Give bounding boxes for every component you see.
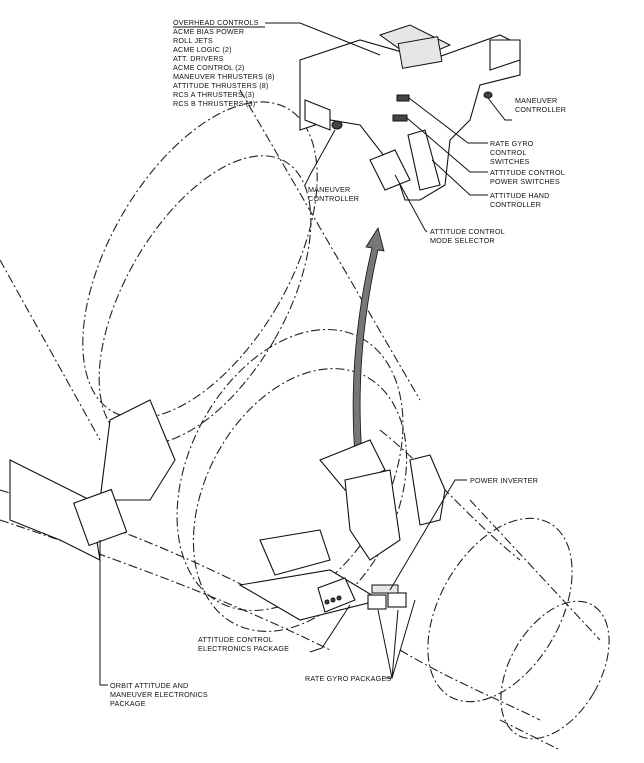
- label-line: MANEUVER: [515, 96, 557, 105]
- overhead-controls-assembly: [299, 24, 521, 201]
- label-line: POWER SWITCHES: [490, 177, 560, 186]
- overhead-item: ATTITUDE THRUSTERS (8): [173, 81, 269, 90]
- label-line: ATTITUDE CONTROL: [430, 227, 505, 236]
- overhead-item: MANEUVER THRUSTERS (8): [173, 72, 275, 81]
- label-line: CONTROLLER: [308, 194, 359, 203]
- label-line: ORBIT ATTITUDE AND: [110, 681, 188, 690]
- cabin-internals: [9, 399, 446, 621]
- overhead-item: RCS B THRUSTERS (3): [173, 99, 255, 108]
- label-line: PACKAGE: [110, 699, 146, 708]
- label-line: POWER INVERTER: [470, 476, 538, 485]
- overhead-item: ACME CONTROL (2): [173, 63, 245, 72]
- label-line: CONTROLLER: [515, 105, 566, 114]
- label-line: MANEUVER: [308, 185, 350, 194]
- callout-mode-selector: ATTITUDE CONTROL MODE SELECTOR: [394, 174, 505, 245]
- callout-rate-gyro-switches: RATE GYRO CONTROL SWITCHES: [408, 97, 534, 166]
- overhead-item: ATT. DRIVERS: [173, 54, 224, 63]
- label-line: SWITCHES: [490, 157, 530, 166]
- callout-attitude-electronics: ATTITUDE CONTROL ELECTRONICS PACKAGE: [198, 604, 351, 653]
- overhead-controls-title: OVERHEAD CONTROLS: [173, 18, 259, 27]
- label-line: CONTROLLER: [490, 200, 541, 209]
- callout-attitude-power-switches: ATTITUDE CONTROL POWER SWITCHES: [406, 117, 565, 186]
- overhead-controls-label: OVERHEAD CONTROLS ACME BIAS POWER ROLL J…: [173, 18, 381, 108]
- view-direction-arrow: [352, 227, 385, 456]
- callout-orbit-electronics: ORBIT ATTITUDE AND MANEUVER ELECTRONICS …: [99, 540, 208, 708]
- label-line: ATTITUDE CONTROL: [198, 635, 273, 644]
- overhead-item: ACME BIAS POWER: [173, 27, 244, 36]
- label-line: MANEUVER ELECTRONICS: [110, 690, 208, 699]
- label-line: RATE GYRO: [490, 139, 534, 148]
- callout-maneuver-controller-right: MANEUVER CONTROLLER: [487, 96, 566, 121]
- callout-rate-gyro-packages: RATE GYRO PACKAGES: [305, 599, 416, 683]
- overhead-item: RCS A THRUSTERS (3): [173, 90, 255, 99]
- label-line: ATTITUDE HAND: [490, 191, 550, 200]
- overhead-item: ACME LOGIC (2): [173, 45, 232, 54]
- label-line: ELECTRONICS PACKAGE: [198, 644, 289, 653]
- callout-attitude-hand-controller: ATTITUDE HAND CONTROLLER: [431, 159, 550, 209]
- callout-power-inverter: POWER INVERTER: [389, 476, 538, 591]
- label-line: CONTROL: [490, 148, 527, 157]
- overhead-item: ROLL JETS: [173, 36, 213, 45]
- callout-maneuver-controller-left: MANEUVER CONTROLLER: [304, 129, 359, 203]
- label-line: RATE GYRO PACKAGES: [305, 674, 391, 683]
- label-line: MODE SELECTOR: [430, 236, 495, 245]
- label-line: ATTITUDE CONTROL: [490, 168, 565, 177]
